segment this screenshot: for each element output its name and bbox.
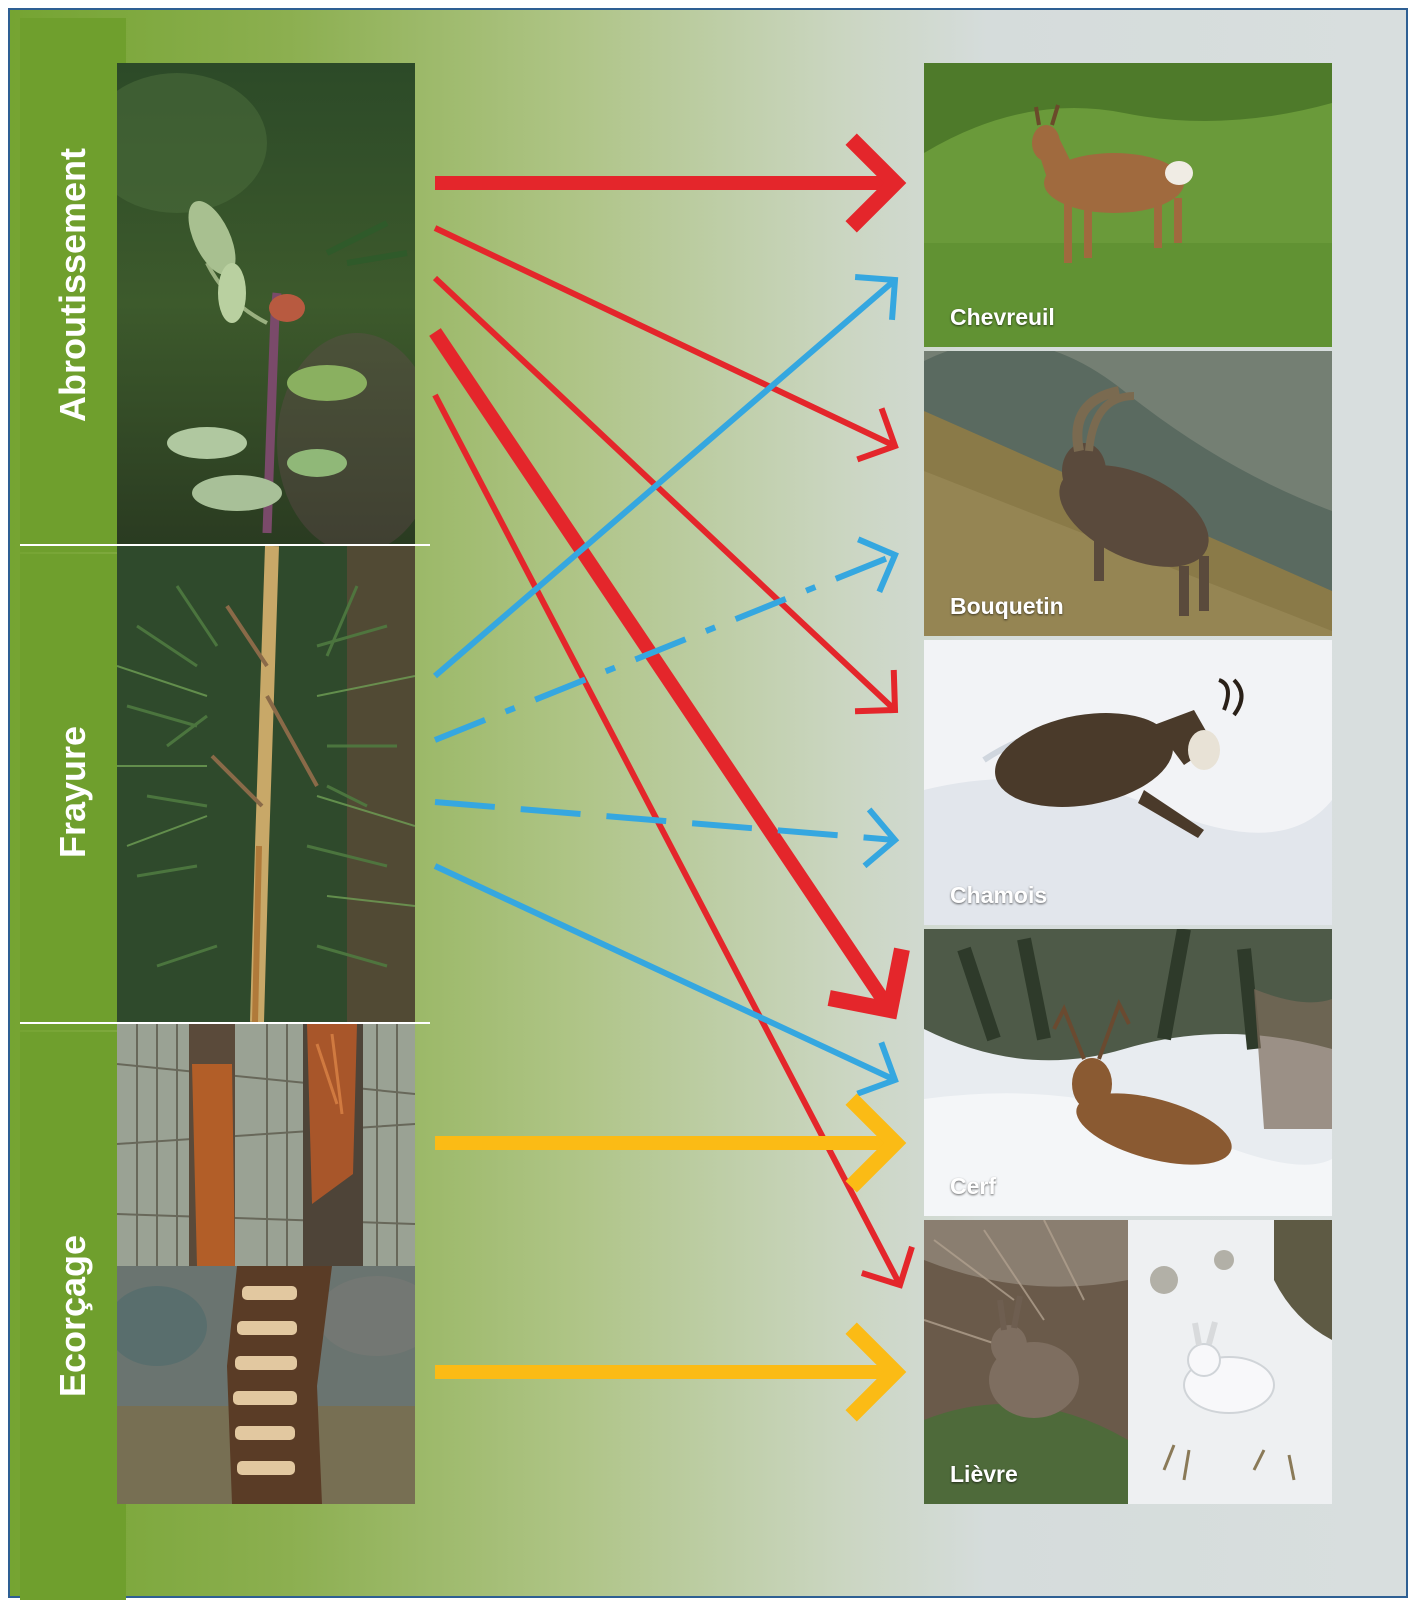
arrow-abroutissement-to-cerf xyxy=(435,332,888,1007)
diagram-frame: Abroutissement Frayure Ecorçage xyxy=(8,8,1408,1598)
arrow-abroutissement-to-bouquetin xyxy=(435,228,891,444)
arrow-frayure-to-bouquetin xyxy=(435,556,891,740)
arrows-layer xyxy=(10,10,1406,1596)
